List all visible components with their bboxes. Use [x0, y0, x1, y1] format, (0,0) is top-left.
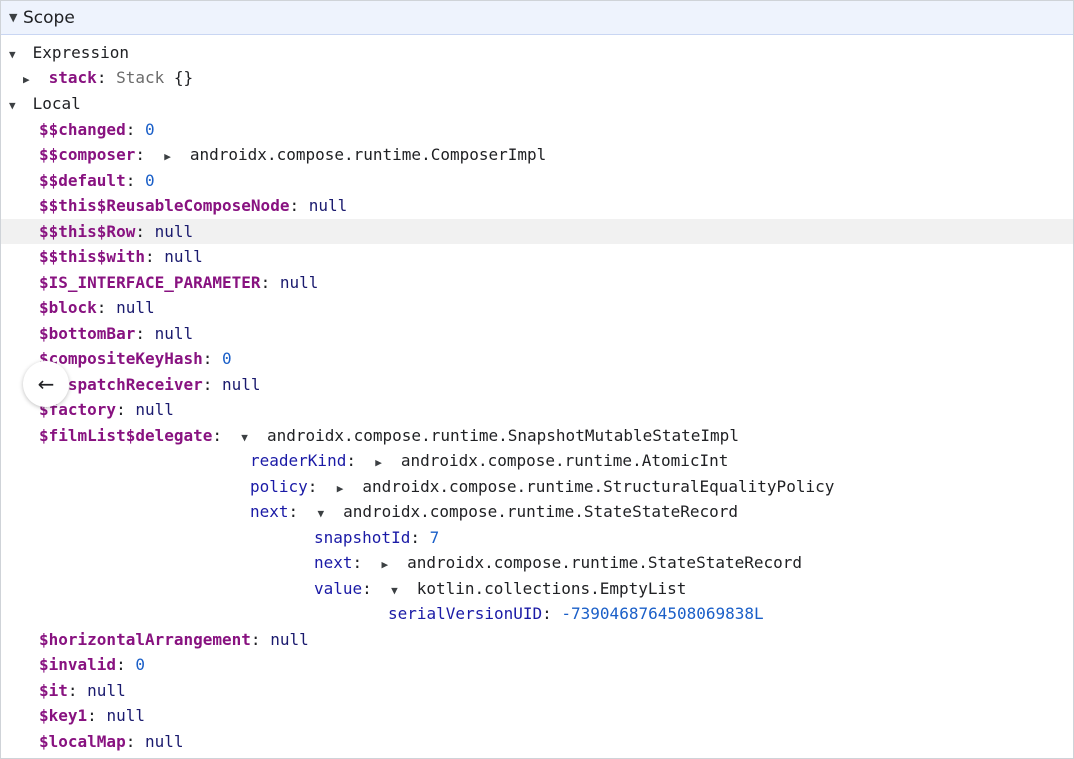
var-name: $filmList$delegate [39, 426, 213, 445]
var-row[interactable]: $dispatchReceiver: null [39, 375, 261, 394]
prop-value: 7 [429, 528, 440, 547]
var-name: $$default [39, 171, 126, 190]
prop-value: -7390468764508069838L [561, 604, 764, 623]
triangle-right-icon[interactable]: ▶ [336, 482, 344, 495]
var-row[interactable]: $$this$with: null [39, 247, 203, 266]
var-row[interactable]: $key1: null [39, 706, 145, 725]
var-value: null [222, 375, 261, 394]
local-title: Local [32, 94, 81, 113]
var-row[interactable]: $compositeKeyHash: 0 [39, 349, 232, 368]
var-value: 0 [144, 171, 155, 190]
var-row[interactable]: $filmList$delegate: ▼ androidx.compose.r… [1, 423, 1073, 448]
prop-name: snapshotId [314, 528, 411, 547]
prop-row[interactable]: next: ▶ androidx.compose.runtime.StateSt… [1, 550, 1073, 575]
var-name: stack [48, 68, 97, 87]
var-value: 0 [144, 120, 155, 139]
var-row[interactable]: $$composer: ▶ androidx.compose.runtime.C… [1, 142, 1073, 167]
prop-row[interactable]: snapshotId: 7 [314, 528, 440, 547]
triangle-right-icon[interactable]: ▶ [381, 558, 389, 571]
arrow-left-icon: ← [37, 372, 55, 396]
var-name: $$this$with [39, 247, 145, 266]
prop-name: next [314, 553, 353, 572]
var-value: androidx.compose.runtime.ComposerImpl [189, 145, 547, 164]
back-button[interactable]: ← [23, 361, 69, 407]
var-name: $$this$Row [39, 222, 136, 241]
var-row[interactable]: $$default: 0 [39, 171, 155, 190]
prop-value: kotlin.collections.EmptyList [416, 579, 687, 598]
var-name: $$composer [39, 145, 136, 164]
var-row[interactable]: $factory: null [39, 400, 174, 419]
scope-title: Scope [23, 7, 75, 28]
var-value: null [135, 400, 174, 419]
var-value: null [154, 222, 194, 241]
prop-value: androidx.compose.runtime.StateStateRecor… [407, 553, 803, 572]
var-value: 0 [135, 655, 145, 674]
var-name: $bottomBar [39, 324, 136, 343]
var-name: $invalid [39, 655, 117, 674]
var-row[interactable]: $it: null [39, 681, 126, 700]
var-name: $horizontalArrangement [39, 630, 251, 649]
prop-name: readerKind [250, 451, 347, 470]
scope-section-header[interactable]: ▼ Scope [1, 1, 1073, 35]
var-name: $key1 [39, 706, 88, 725]
var-value: null [279, 273, 319, 292]
var-value: null [116, 298, 155, 317]
var-row[interactable]: $$changed: 0 [39, 120, 155, 139]
triangle-right-icon[interactable]: ▶ [23, 73, 30, 86]
var-name: $dispatchReceiver [39, 375, 203, 394]
prop-value: androidx.compose.runtime.StructuralEqual… [362, 477, 835, 496]
prop-value: androidx.compose.runtime.AtomicInt [400, 451, 729, 470]
var-name: $$this$ReusableComposeNode [39, 196, 290, 215]
var-row[interactable]: $bottomBar: null [39, 324, 194, 343]
triangle-down-icon[interactable]: ▼ [317, 507, 325, 520]
triangle-down-icon[interactable]: ▼ [9, 11, 18, 24]
var-row[interactable]: $horizontalArrangement: null [39, 630, 309, 649]
var-row[interactable]: $invalid: 0 [39, 655, 145, 674]
triangle-down-icon[interactable]: ▼ [9, 99, 16, 112]
var-row[interactable]: $block: null [39, 298, 155, 317]
var-value: null [144, 732, 184, 751]
prop-row[interactable]: readerKind: ▶ androidx.compose.runtime.A… [1, 448, 1073, 473]
triangle-right-icon[interactable]: ▶ [164, 150, 171, 163]
var-name: $factory [39, 400, 117, 419]
var-name: $it [39, 681, 68, 700]
var-value: null [164, 247, 203, 266]
var-name: $block [39, 298, 97, 317]
prop-name: policy [250, 477, 308, 496]
triangle-right-icon[interactable]: ▶ [375, 456, 382, 469]
triangle-down-icon[interactable]: ▼ [9, 48, 16, 61]
var-value: null [106, 706, 145, 725]
var-value: null [270, 630, 309, 649]
prop-row[interactable]: next: ▼ androidx.compose.runtime.StateSt… [1, 499, 1073, 524]
var-value: null [87, 681, 126, 700]
var-name: $$changed [39, 120, 126, 139]
var-row[interactable]: $IS_INTERFACE_PARAMETER: null [39, 273, 319, 292]
prop-row[interactable]: policy: ▶ androidx.compose.runtime.Struc… [1, 474, 1073, 499]
var-row[interactable]: $$this$ReusableComposeNode: null [39, 196, 348, 215]
prop-name: next [250, 502, 289, 521]
var-value: null [308, 196, 348, 215]
var-value: {} [173, 68, 194, 87]
expression-group-row[interactable]: ▼ Expression [1, 40, 1073, 65]
prop-value: androidx.compose.runtime.StateStateRecor… [343, 502, 739, 521]
prop-name: value [314, 579, 363, 598]
var-name: $compositeKeyHash [39, 349, 203, 368]
stack-row[interactable]: ▶ stack: Stack {} [1, 65, 1073, 90]
var-type: Stack [116, 68, 165, 87]
local-group-row[interactable]: ▼ Local [1, 91, 1073, 116]
var-value: androidx.compose.runtime.SnapshotMutable… [266, 426, 739, 445]
var-value: 0 [222, 349, 232, 368]
var-name: $IS_INTERFACE_PARAMETER [39, 273, 261, 292]
triangle-down-icon[interactable]: ▼ [391, 584, 398, 597]
expression-title: Expression [32, 43, 129, 62]
triangle-down-icon[interactable]: ▼ [241, 431, 248, 444]
var-name: $localMap [39, 732, 126, 751]
var-row[interactable]: $localMap: null [39, 732, 184, 751]
prop-row[interactable]: value: ▼ kotlin.collections.EmptyList [1, 576, 1073, 601]
var-row-hovered[interactable]: $$this$Row: null [1, 219, 1073, 244]
prop-name: serialVersionUID [388, 604, 543, 623]
prop-row[interactable]: serialVersionUID: -7390468764508069838L [388, 604, 764, 623]
var-value: null [154, 324, 194, 343]
